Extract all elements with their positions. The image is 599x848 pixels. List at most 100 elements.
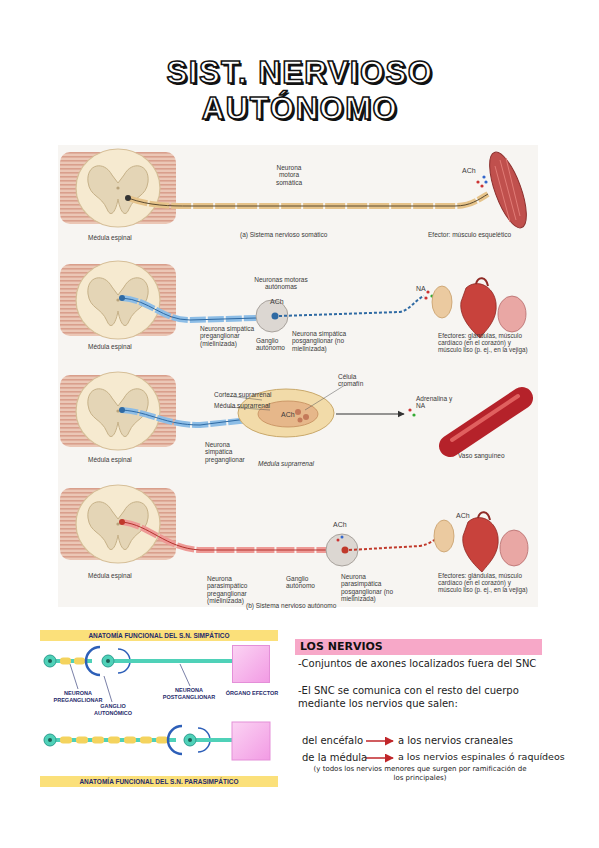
neuron-schematic-part <box>76 737 88 744</box>
neuron-schematic-part <box>156 737 168 744</box>
part-label: Médula suprarrenal <box>214 402 289 409</box>
sympathetic-panel <box>60 261 526 339</box>
part-label: (b) Sistema nervioso autónomo <box>246 602 376 609</box>
adrenal-panel-part <box>452 396 518 440</box>
parasympathetic-panel-part <box>122 522 326 550</box>
part-label: ACh <box>270 298 290 306</box>
adrenal-panel-part <box>336 413 404 414</box>
part-label: Neurona simpática posganglionar (no miel… <box>292 330 354 352</box>
adrenal-panel <box>60 372 522 450</box>
neuron-schematic-part <box>74 658 85 665</box>
part-label: ACh <box>281 411 301 419</box>
somatic-panel-part <box>128 194 488 206</box>
part-label: ACh <box>333 521 353 529</box>
part-label: Célula cromafín <box>338 373 372 388</box>
neuron-schematic-part <box>108 737 120 744</box>
neuron-schematic-part <box>86 647 100 675</box>
neuron-schematic-part <box>60 658 71 665</box>
part-label: Adrenalina y NA <box>416 395 456 410</box>
part-label: Neurona simpática preganglionar (mielini… <box>200 325 255 347</box>
sympathetic-panel-part <box>60 261 176 339</box>
parasympathetic-panel <box>60 485 528 572</box>
somatic-panel-part <box>125 195 131 201</box>
adrenal-panel-part <box>119 407 125 413</box>
part-label: Neurona parasimpática posganglionar (no … <box>341 573 405 603</box>
parasympathetic-panel-part <box>326 534 358 566</box>
neuron-schematic-part <box>232 722 270 760</box>
somatic-panel <box>60 148 534 232</box>
adrenal-panel-part <box>303 414 309 420</box>
parasympathetic-panel-part <box>349 536 440 550</box>
header-band: ANATOMÍA FUNCIONAL DEL S.N. PARASIMPÁTIC… <box>40 776 278 787</box>
adrenal-panel-part <box>408 408 411 411</box>
neuron-schematic-part <box>48 738 52 742</box>
parasympathetic-panel-part <box>341 536 344 539</box>
sympathetic-panel-part <box>272 313 279 320</box>
neuron-schematic-part <box>196 738 232 742</box>
sympathetic-panel-part <box>426 290 429 293</box>
effector-box: ÓRGANO EFECTOR <box>232 645 270 683</box>
adrenal-panel-part <box>60 372 176 450</box>
neuron-schematic-part <box>44 734 56 746</box>
neuron-schematic-part <box>168 726 182 754</box>
parasympathetic-panel-part <box>60 485 176 563</box>
note-text: del encéfalo <box>302 734 364 747</box>
parasympathetic-panel-part <box>337 539 340 542</box>
sympathetic-panel-part <box>119 295 125 301</box>
adrenal-panel-part <box>450 398 522 446</box>
adrenal-panel-part <box>295 409 301 415</box>
note-text: -El SNC se comunica con el resto del cue… <box>298 684 543 710</box>
somatic-panel-part <box>482 148 534 232</box>
neuron-schematic-part <box>92 737 104 744</box>
neuron-schematic-part <box>188 738 192 742</box>
arrow-glyphs <box>366 741 393 758</box>
band-text: ANATOMÍA FUNCIONAL DEL S.N. SIMPÁTICO <box>40 630 278 641</box>
neuron-schematic-part <box>70 664 78 689</box>
arrow-glyphs-part <box>366 757 393 759</box>
neuron-schematic-part <box>114 659 232 663</box>
part-label: Corteza suprarrenal <box>214 391 289 398</box>
somatic-panel-part <box>60 149 176 227</box>
sympathetic-panel-part <box>122 298 256 320</box>
arrow-glyphs-part <box>366 740 393 742</box>
neuron-schematic-part <box>104 676 112 702</box>
somatic-panel-part <box>128 194 488 206</box>
neuron-schematic-part <box>140 737 152 744</box>
section-band: LOS NERVIOS <box>295 639 542 655</box>
parasympathetic-panel-part <box>119 519 125 525</box>
note-text: (y todos los nervios menores que surgen … <box>310 765 530 783</box>
part-label: NEURONA PREGANGLIONAR <box>48 690 108 703</box>
parasympathetic-panel-part <box>434 512 528 572</box>
somatic-panel-part <box>482 175 485 178</box>
neuron-schematic-part <box>102 655 114 667</box>
band-text: ANATOMÍA FUNCIONAL DEL S.N. PARASIMPÁTIC… <box>40 776 278 787</box>
neuron-schematic-part <box>184 734 196 746</box>
sympathetic-panel-part <box>432 278 526 338</box>
neuron-schematic-part <box>180 664 190 686</box>
neuron-schematic-part <box>48 659 52 663</box>
adrenal-panel-part <box>298 418 303 423</box>
part-label: GANGLIO AUTONÓMICO <box>85 703 141 716</box>
part-label: Médula espinal <box>88 343 148 350</box>
part-label: Vaso sanguíneo <box>458 452 528 459</box>
neuron-schematic-part <box>60 737 72 744</box>
part-label: Médula suprarrenal <box>258 460 333 467</box>
illustration-background <box>58 145 538 607</box>
part-label: ACh <box>456 512 476 520</box>
somatic-panel-part <box>476 180 479 183</box>
band-text: LOS NERVIOS <box>295 639 542 655</box>
part-label: Efectores: glándulas, músculo cardíaco (… <box>438 332 534 354</box>
page-title: SIST. NERVIOSO AUTÓNOMO <box>120 55 480 127</box>
part-label: ACh <box>462 167 482 175</box>
header-band: ANATOMÍA FUNCIONAL DEL S.N. SIMPÁTICO <box>40 630 278 641</box>
parasympathetic-panel-part <box>122 522 326 550</box>
parasympathetic-panel-part <box>342 547 349 554</box>
neuron-schematic-part <box>44 655 56 667</box>
part-label: Ganglio autónomo <box>256 337 290 352</box>
part-label: (a) Sistema nervioso somático <box>240 231 370 238</box>
part-label: Neurona motora somática <box>272 164 306 186</box>
sympathetic-panel-part <box>279 296 424 316</box>
